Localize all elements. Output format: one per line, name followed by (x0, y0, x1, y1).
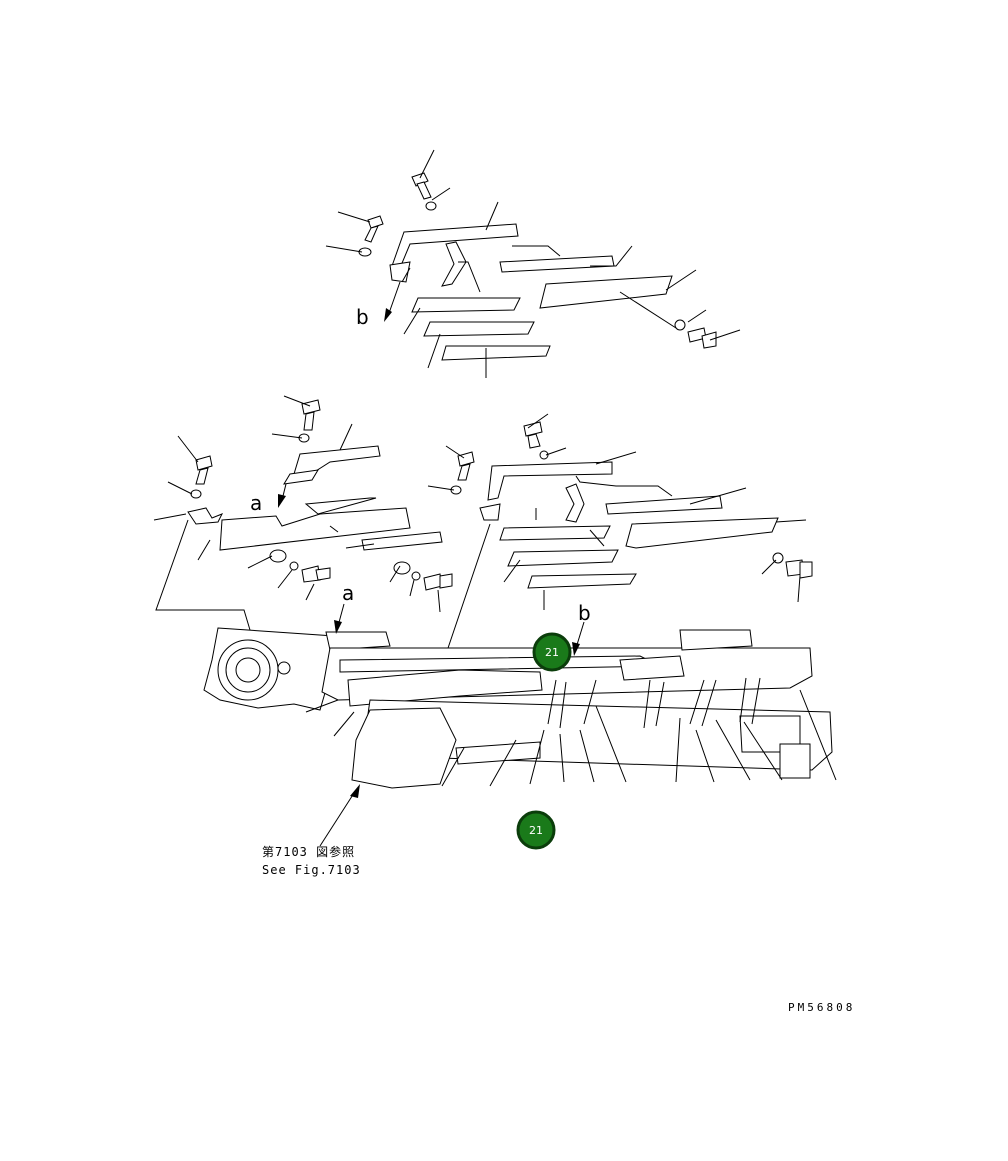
top-assembly: b (325, 149, 741, 378)
part-marker-21-upper[interactable]: 21 (532, 632, 572, 672)
plate-part (625, 517, 779, 549)
strip-part (499, 255, 615, 273)
plate-part (219, 507, 411, 551)
bracket-tab (441, 241, 467, 287)
mid-right-assembly (427, 413, 813, 610)
bolt-icon (423, 573, 453, 591)
bolt-icon (195, 455, 213, 485)
washer-icon (269, 549, 287, 563)
washer-icon (393, 561, 411, 575)
bolt-icon (364, 215, 384, 243)
bolt-icon (301, 565, 331, 583)
part-marker-21-lower[interactable]: 21 (516, 810, 556, 850)
washer-icon (411, 571, 421, 581)
washer-icon (539, 450, 549, 460)
bracket-part (487, 461, 613, 501)
plate-part (441, 345, 551, 361)
reference-en: See Fig.7103 (262, 863, 361, 877)
marker-label: 21 (529, 824, 543, 837)
bracket-tab (479, 503, 501, 521)
bolt-icon (457, 451, 475, 481)
label-b-low: b (578, 601, 591, 625)
bracket-tab (283, 469, 319, 485)
label-a-low: a (342, 581, 354, 605)
bolt-icon (687, 327, 717, 349)
plate-part (527, 573, 637, 589)
plate-part (539, 275, 673, 309)
washer-icon (425, 201, 437, 211)
washer-icon (674, 319, 686, 331)
label-b-top: b (356, 305, 369, 329)
label-a-mid: a (250, 491, 262, 515)
plate-part (499, 525, 611, 541)
bracket-tab (187, 507, 224, 525)
washer-icon (190, 489, 202, 499)
plate-part (411, 297, 521, 313)
bracket-tab (565, 483, 585, 523)
strip-part (361, 531, 443, 551)
main-frame: a b (155, 519, 837, 847)
washer-icon (289, 561, 299, 571)
bolt-icon (411, 172, 432, 200)
plate-part (304, 497, 377, 515)
bracket-tab (389, 261, 411, 283)
mid-left-assembly: a (153, 395, 453, 613)
bolt-icon (785, 559, 813, 579)
marker-label: 21 (545, 646, 559, 659)
plate-part (423, 321, 535, 337)
reference-jp: 第7103 図参照 (262, 844, 355, 859)
bolt-icon (301, 399, 321, 431)
strip-part (605, 495, 723, 515)
bolt-icon (523, 421, 543, 449)
drawing-code: PM56808 (788, 1001, 855, 1014)
plate-part (507, 549, 619, 567)
